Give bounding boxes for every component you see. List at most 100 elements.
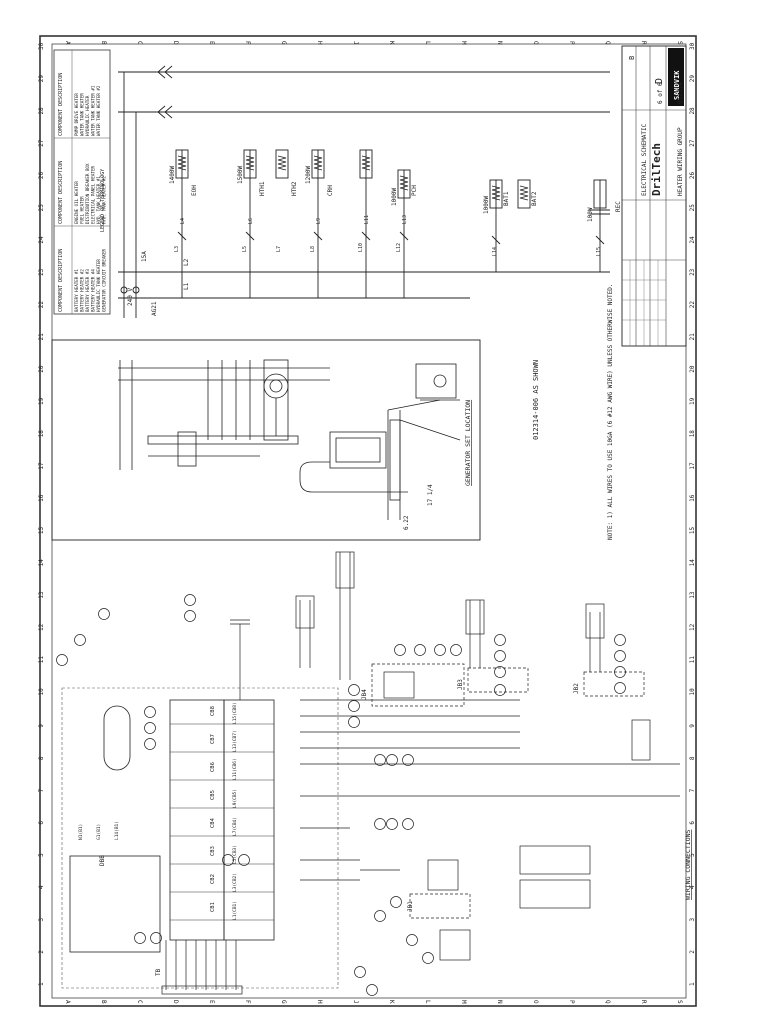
grid-letter-bottom: O	[532, 1000, 539, 1004]
grid-letter-top: O	[532, 41, 539, 45]
breaker-label: CB5	[210, 790, 216, 800]
junction-box-1: JB1	[407, 901, 414, 912]
grid-letter-bottom: J	[352, 1000, 359, 1004]
load-line-label: L12	[396, 243, 402, 252]
title-revision-grid	[622, 260, 666, 346]
wire-label: L3(CB2)	[232, 873, 238, 892]
legend-col-header-2: COMPONENT DESCRIPTION	[58, 161, 64, 224]
wire-label: G1(B1)	[96, 824, 102, 840]
callout-circle	[406, 934, 418, 946]
sandvik-logo	[668, 48, 684, 106]
load-line-label: L6	[248, 218, 254, 224]
grid-number-right: 17	[689, 462, 696, 470]
grid-letter-bottom: Q	[604, 1000, 611, 1004]
grid-number-left: 30	[38, 42, 45, 50]
grid-letter-top: M	[460, 41, 467, 45]
legend-entry: DISTRIBUTION BREAKER BOX	[85, 163, 90, 224]
general-note: NOTE: 1) ALL WIRES TO USE 10GA (6 #12 AW…	[607, 284, 614, 540]
callout-circle	[144, 722, 156, 734]
junction-box-4: JB4	[361, 689, 368, 700]
grid-number-right: 7	[689, 788, 696, 792]
callout-circle	[184, 594, 196, 606]
grid-number-right: 8	[689, 756, 696, 760]
power-schematic	[118, 65, 610, 318]
grid-number-right: 25	[689, 204, 696, 212]
rating-3: 1200W	[305, 166, 312, 184]
grid-letter-top: D	[172, 41, 179, 45]
breaker-rating: 15A	[141, 251, 148, 262]
rating-1: 1400W	[169, 166, 176, 184]
callout-circle	[74, 634, 86, 646]
generator-location-view: GENERATOR SET LOCATION 6.22 17 1/4	[51, 339, 481, 541]
grid-number-right: 29	[689, 75, 696, 83]
callout-circle	[238, 854, 250, 866]
generator-dim-1: 6.22	[403, 515, 410, 530]
grid-number-right: 15	[689, 527, 696, 535]
component-rec: REC	[615, 201, 622, 212]
grid-letter-top: G	[280, 41, 287, 45]
callout-circle	[366, 984, 378, 996]
component-bat2: BAT2	[531, 191, 538, 206]
component-crh: CRH	[327, 185, 334, 196]
component-hth2: HTH2	[291, 181, 298, 196]
rating-5: 1000W	[483, 196, 490, 214]
callout-circle	[374, 754, 386, 766]
grid-letter-bottom: F	[244, 1000, 251, 1004]
grid-number-left: 7	[38, 788, 45, 792]
wire-label: L9(CB5)	[232, 789, 238, 808]
breaker-label: CB2	[210, 874, 216, 884]
legend-entry: WATER TANK HEATER	[80, 93, 85, 136]
component-bat1: BAT1	[503, 191, 510, 206]
load-line-label: L11	[364, 215, 370, 224]
grid-number-right: 3	[689, 917, 696, 921]
load-line-label: L4	[180, 218, 186, 224]
component-hth1: HTH1	[259, 181, 266, 196]
grid-letter-bottom: N	[496, 1000, 503, 1004]
legend-entry: HYDRAULIC TANK HEATER	[96, 259, 101, 312]
sheet-number: 6 of 6	[657, 82, 664, 104]
callout-circle	[402, 818, 414, 830]
junction-box-3: JB3	[457, 679, 464, 690]
callout-circle	[348, 684, 360, 696]
grid-number-left: 26	[38, 171, 45, 179]
grid-letter-bottom: B	[100, 1000, 107, 1004]
grid-letter-bottom: R	[640, 1000, 647, 1004]
callout-circle	[56, 654, 68, 666]
sheet-size: D	[654, 78, 665, 84]
brand-name: SANDVIK	[673, 70, 681, 100]
title-line-1: ELECTRICAL SCHEMATIC	[641, 123, 648, 196]
legend-entry: ENGINE OIL HEATER	[74, 181, 79, 224]
grid-number-right: 4	[689, 885, 696, 889]
grid-letter-top: S	[676, 41, 683, 45]
grid-number-left: 18	[38, 430, 45, 438]
legend-entry: BATTERY HEATER #1	[74, 269, 79, 312]
wire-label: L7(CB4)	[232, 817, 238, 836]
grid-number-left: 27	[38, 139, 45, 147]
callout-circle	[374, 818, 386, 830]
grid-number-right: 20	[689, 365, 696, 373]
grid-letter-top: P	[568, 41, 575, 45]
grid-number-left: 17	[38, 462, 45, 470]
grid-letter-bottom: P	[568, 1000, 575, 1004]
grid-letter-top: B	[100, 41, 107, 45]
breaker-label: CB7	[210, 734, 216, 744]
grid-letter-bottom: D	[172, 1000, 179, 1004]
grid-number-left: 24	[38, 236, 45, 244]
grid-number-left: 4	[38, 885, 45, 889]
breaker-label: CB4	[210, 817, 216, 828]
wire-label: L14(B1)	[114, 821, 120, 840]
grid-number-right: 6	[689, 821, 696, 825]
grid-number-left: 28	[38, 107, 45, 115]
callout-circle	[144, 706, 156, 718]
grid-number-left: 9	[38, 724, 45, 728]
grid-letter-top: R	[640, 41, 647, 45]
grid-number-left: 25	[38, 204, 45, 212]
grid-number-right: 1	[689, 982, 696, 986]
callout-circle	[434, 644, 446, 656]
grid-letter-bottom: L	[424, 1000, 431, 1004]
callout-circle	[494, 684, 506, 696]
legend-entry: PUMP DRIVE HEATER	[74, 93, 79, 136]
grid-letter-bottom: A	[64, 1000, 71, 1004]
ground-label: AG21	[151, 301, 158, 316]
grid-number-left: 16	[38, 494, 45, 502]
